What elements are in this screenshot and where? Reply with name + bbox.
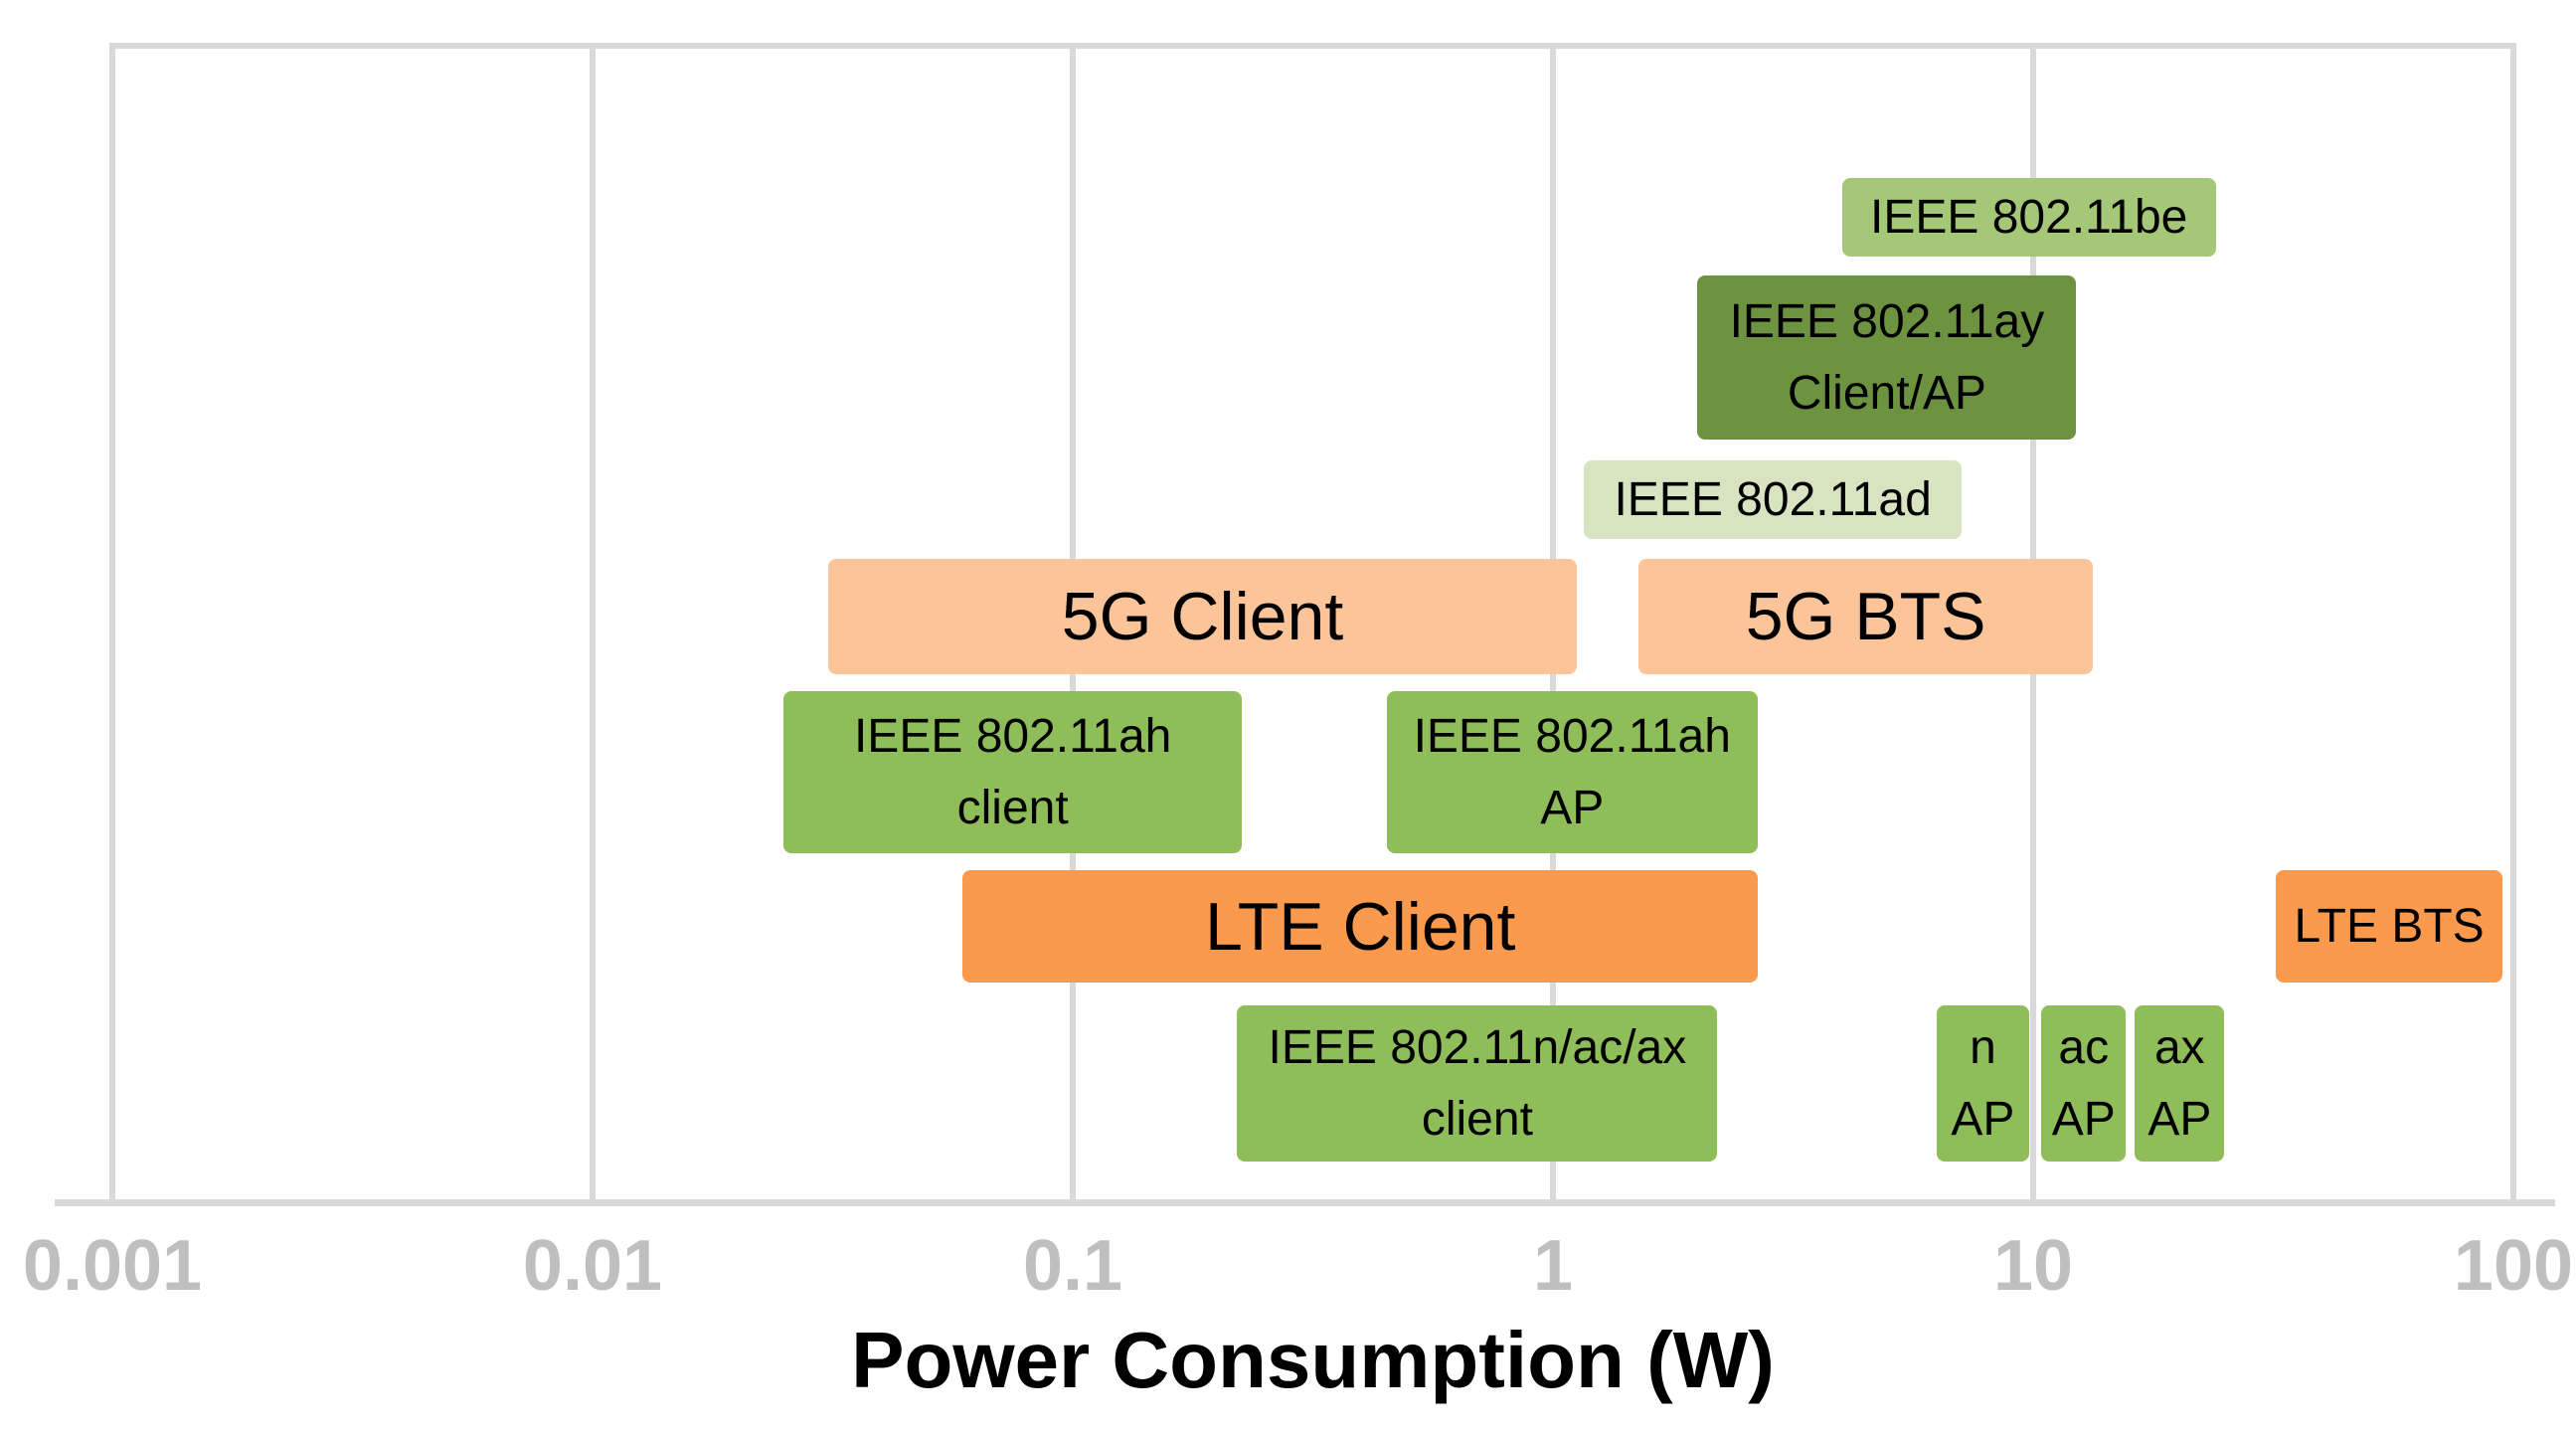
range-box-label-line: ac [2058,1020,2110,1074]
range-box-label-line: IEEE 802.11be [1870,190,2188,244]
range-box-ieee-80211ah-client: IEEE 802.11ah client [783,691,1243,853]
x-tick-label-10: 10 [1992,1226,2074,1306]
plot-area-border [109,43,2516,1199]
range-box-label-line: IEEE 802.11ah [853,709,1172,763]
range-box-label-line: ax [2153,1020,2205,1074]
range-box-ieee-80211be: IEEE 802.11be [1841,178,2216,257]
x-axis-line [55,1199,2555,1206]
x-tick-label-100: 100 [2453,1226,2574,1306]
x-tick-label-0.001: 0.001 [22,1226,203,1306]
range-box-lte-client: LTE Client [962,870,1758,983]
range-box-label-line: client [956,781,1069,834]
range-box-label-line: AP [2051,1092,2116,1146]
x-axis-title: Power Consumption (W) [851,1316,1775,1404]
range-box-5g-client: 5G Client [828,559,1577,674]
x-tick-label-0.1: 0.1 [1022,1226,1123,1306]
x-tick-label-1: 1 [1532,1226,1574,1306]
range-box-label-line: AP [2147,1092,2212,1146]
range-box-label-line: LTE BTS [2294,899,2485,953]
range-box-label-line: IEEE 802.11ay [1729,294,2045,348]
range-box-5g-bts: 5G BTS [1638,559,2093,674]
range-box-label-line: AP [1951,1092,2015,1146]
range-box-lte-bts: LTE BTS [2275,870,2503,983]
gridline-0.01 [590,49,596,1199]
range-box-label-line: IEEE 802.11ad [1614,472,1932,526]
range-box-label-line: IEEE 802.11ah [1413,709,1731,763]
range-box-label-line: IEEE 802.11n/ac/ax [1268,1020,1687,1074]
range-box-ieee-80211ad: IEEE 802.11ad [1584,460,1963,539]
range-box-label-line: AP [1540,781,1605,834]
range-box-label-line: client [1421,1092,1533,1146]
x-tick-label-0.01: 0.01 [522,1226,663,1306]
range-box-label-line: Client/AP [1787,366,1986,420]
range-box-label-line: 5G BTS [1745,579,1986,654]
range-box-label-line: LTE Client [1204,888,1516,965]
range-box-label-line: n [1970,1020,1996,1074]
range-box-label-line: 5G Client [1061,579,1344,654]
range-box-ieee-80211nacax-client: IEEE 802.11n/ac/ax client [1237,1005,1718,1162]
